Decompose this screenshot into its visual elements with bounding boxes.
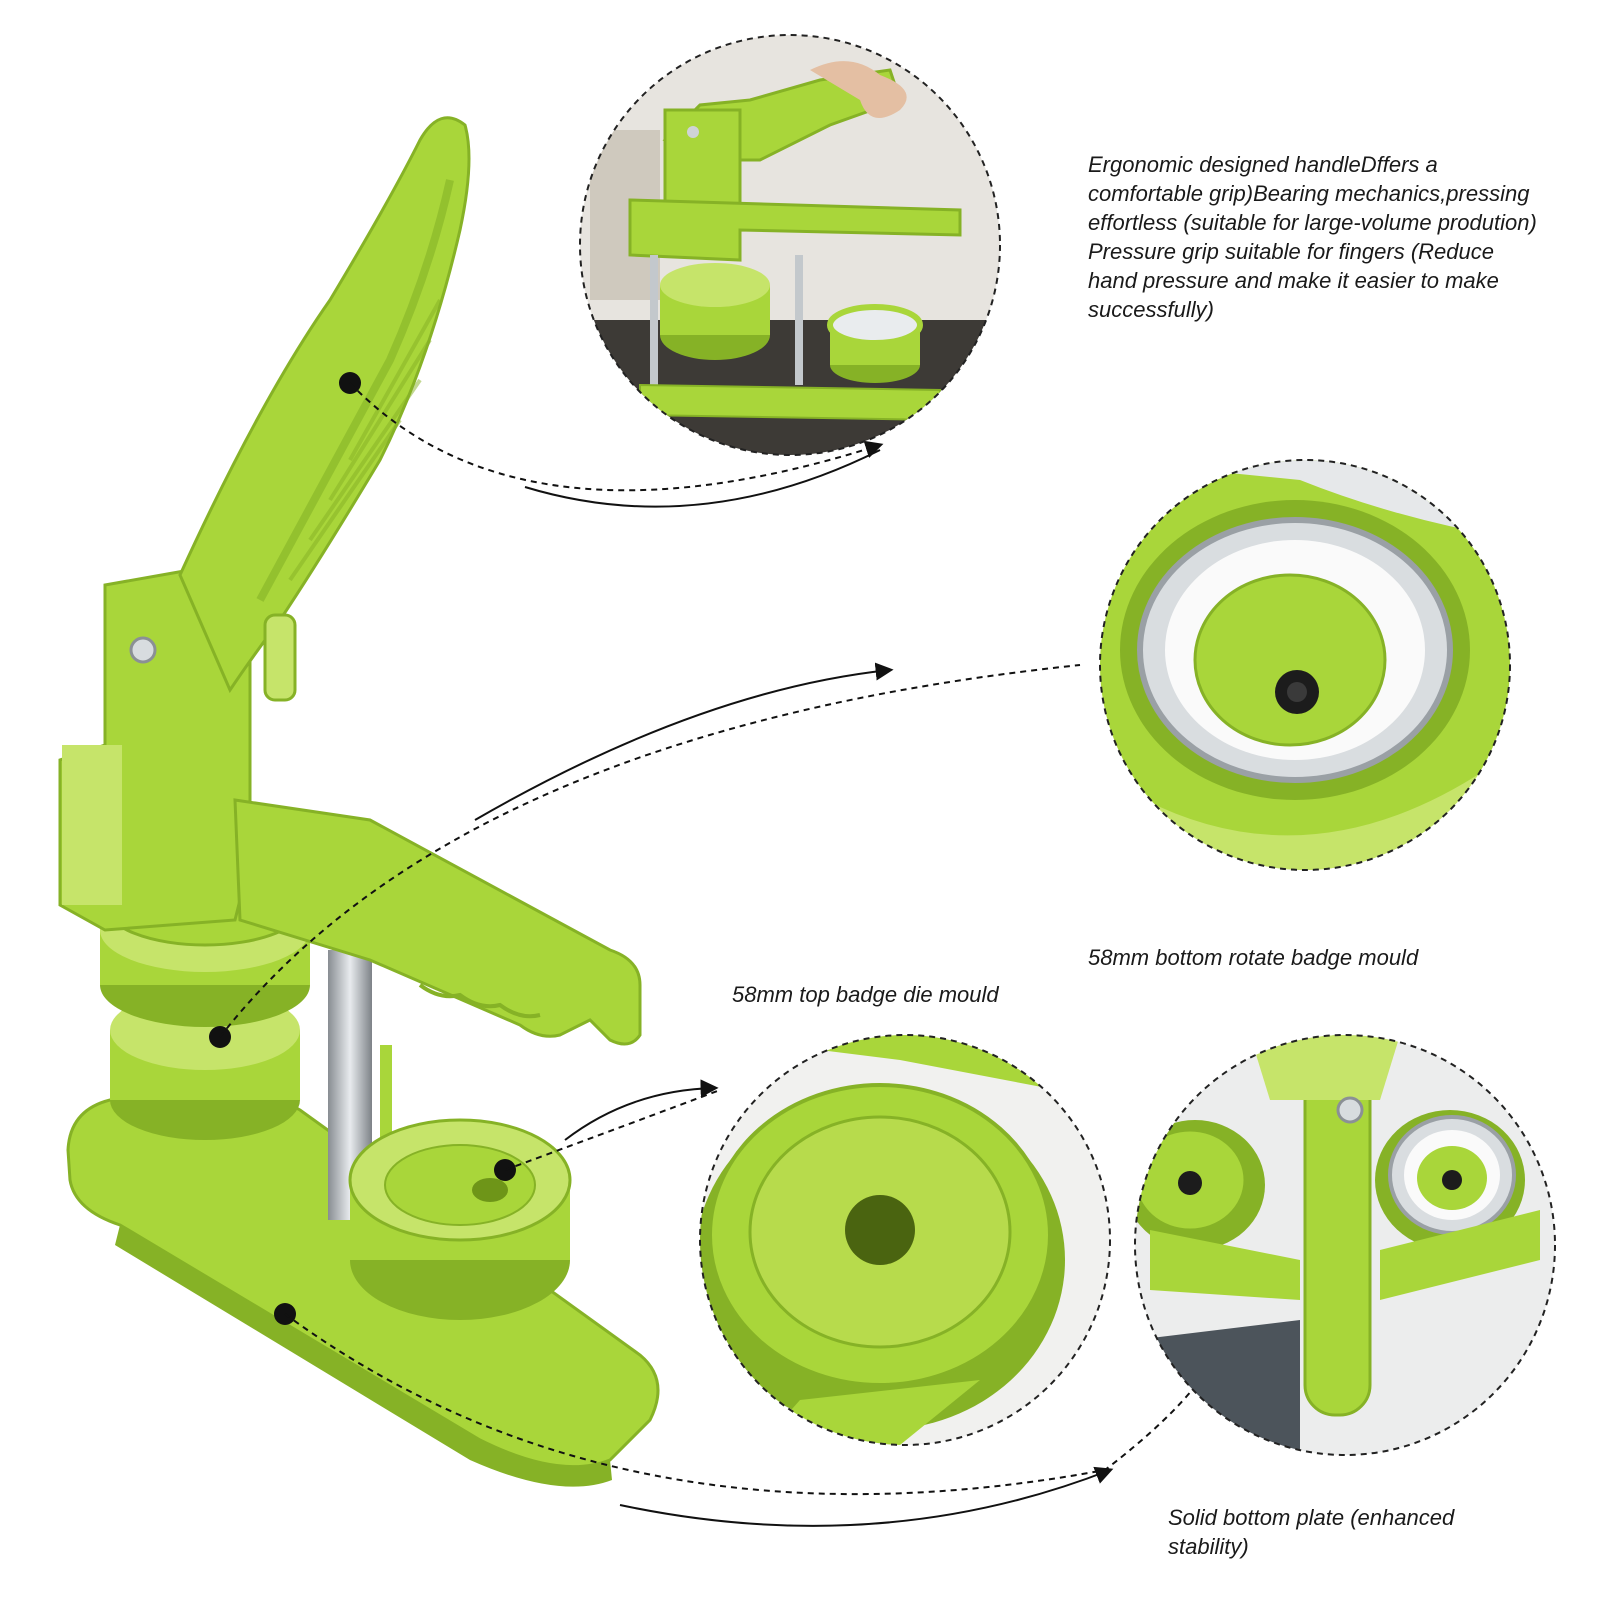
caption-top-mould: 58mm top badge die mould (732, 982, 999, 1007)
caption-bottom-mould: 58mm bottom rotate badge mould (1088, 945, 1419, 970)
button-press-machine (58, 116, 660, 1487)
arrow-plate-solid (619, 1466, 1114, 1527)
arrow-handle-dashed (349, 382, 884, 492)
ergonomic-handle (178, 116, 471, 694)
detail-circle-bottom-mould (1099, 459, 1511, 871)
arrow-bottom-mould-solid (474, 662, 894, 821)
arrow-top-mould-solid (564, 1079, 719, 1141)
lever-arm-detail (1303, 1035, 1372, 1417)
caption-handle: Ergonomic designed handleDffers a comfor… (1088, 152, 1537, 322)
detail-circle-top-mould (699, 1034, 1111, 1446)
detail-circle-bottom-plate (1134, 1034, 1556, 1456)
caption-bottom-plate: Solid bottom plate (enhanced stability) (1168, 1505, 1455, 1559)
die-center-hole (845, 1195, 915, 1265)
arrow-bottom-mould-dashed (219, 664, 1081, 1038)
arrow-top-mould-dashed (504, 1089, 721, 1171)
arrow-plate-dashed (284, 1313, 1201, 1496)
lower-lever-arm (233, 798, 642, 1046)
pivot-bolt (129, 636, 157, 664)
arrow-handle-solid (524, 449, 881, 508)
callout-arrows (219, 382, 1201, 1527)
detail-circle-handle-in-use (579, 34, 1001, 456)
